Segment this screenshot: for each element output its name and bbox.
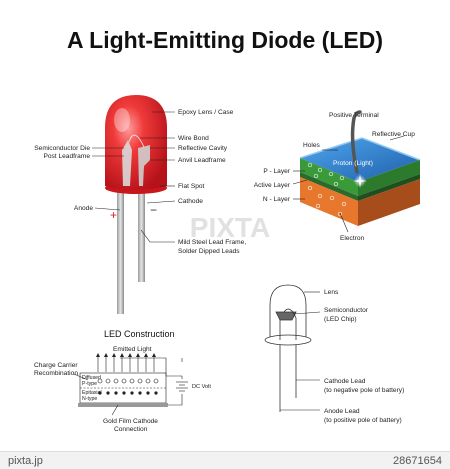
minus-sign: − [150, 203, 157, 217]
label-mild-steel-1: Mild Steel Lead Frame, [178, 239, 246, 246]
label-diffused-2: P-type [82, 381, 97, 387]
label-anode-lead-1: Anode Lead [324, 408, 360, 415]
label-post-leadframe: Post Leadframe [43, 153, 90, 160]
label-emitted-light: Emitted Light [113, 346, 152, 353]
plus-sign: + [110, 208, 117, 222]
red-led-illustration [105, 95, 167, 314]
label-gold-film-2: Connection [114, 426, 148, 433]
label-cathode: Cathode [178, 198, 203, 205]
label-cathode-lead-1: Cathode Lead [324, 378, 366, 385]
led-outline-schematic [264, 284, 312, 412]
label-wire-bond: Wire Bond [178, 135, 209, 142]
label-diffused-1: Diffused [82, 375, 101, 381]
label-charge-carrier-1: Charge Carrier [34, 362, 78, 369]
construction-leader-lines [73, 373, 119, 416]
label-flat-spot: Flat Spot [178, 183, 205, 190]
footer-image-id: 28671654 [393, 454, 442, 467]
label-semiconductor-die: Semiconductor Die [34, 145, 90, 152]
label-lens: Lens [324, 289, 339, 296]
schematic-leader-lines [280, 291, 321, 411]
red-led-leader-lines [92, 111, 176, 243]
label-epitaxial-1: Epitaxial [82, 390, 102, 396]
footer-brand: pixta.jp [8, 454, 43, 467]
label-n-layer: N - Layer [263, 196, 291, 203]
label-reflective-cup: Reflective Cup [372, 131, 415, 138]
label-positive-terminal: Positive Terminal [329, 112, 379, 119]
chip-leader-lines [292, 135, 405, 233]
label-mild-steel-2: Solder Dipped Leads [178, 248, 240, 255]
label-charge-carrier-2: Recombination [34, 370, 78, 377]
label-electron: Electron [340, 235, 365, 242]
label-gold-film-1: Gold Film Cathode [103, 418, 158, 425]
construction-heading: LED Construction [104, 329, 175, 339]
label-reflective-cavity: Reflective Cavity [178, 145, 228, 152]
label-cathode-lead-2: (to negative pole of battery) [324, 387, 404, 394]
page-title: A Light-Emitting Diode (LED) [67, 27, 383, 53]
label-anode-lead-2: (to positive pole of battery) [324, 417, 402, 424]
label-dc-volt: DC Volt [192, 384, 211, 390]
stock-footer: pixta.jp 28671654 [0, 451, 450, 469]
label-holes: Holes [303, 142, 321, 149]
label-proton-light: Proton (Light) [333, 160, 373, 167]
label-anode: Anode [74, 205, 93, 212]
label-epitaxial-2: N-type [82, 396, 97, 402]
label-anvil-leadframe: Anvil Leadframe [178, 157, 226, 164]
label-active-layer: Active Layer [254, 182, 291, 189]
watermark-text: PIXTA [190, 212, 270, 243]
label-semiconductor-2: (LED Chip) [324, 316, 357, 323]
chip-cross-section [299, 110, 421, 226]
label-p-layer: P - Layer [263, 168, 290, 175]
construction-diagram [78, 353, 188, 407]
label-epoxy-lens: Epoxy Lens / Case [178, 109, 234, 116]
label-semiconductor-1: Semiconductor [324, 307, 369, 314]
